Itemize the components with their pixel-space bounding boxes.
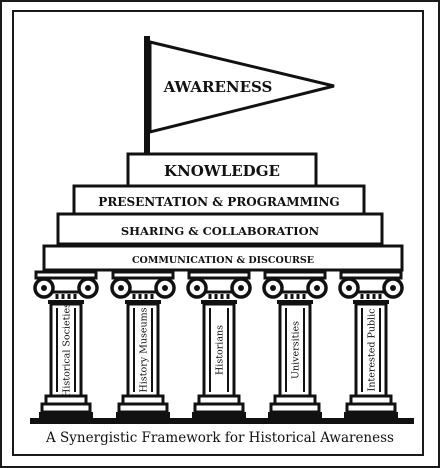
pillar-2: History Museums <box>110 270 176 418</box>
pillar-dentil <box>61 294 65 299</box>
tier-knowledge: KNOWLEDGE <box>126 152 318 188</box>
pillar-plinth <box>192 412 246 418</box>
pillar-label: Historical Societies <box>62 303 73 397</box>
pillar-volute-eye <box>390 285 396 291</box>
pillar-base-lower <box>40 402 92 414</box>
tier-knowledge-label: KNOWLEDGE <box>164 162 280 180</box>
pillar-volute-eye <box>314 285 320 291</box>
tier-communication-box <box>42 244 404 272</box>
pillar-dentil <box>214 294 218 299</box>
pillar-label: Interested Public <box>367 309 378 392</box>
pillar-dentil <box>290 294 294 299</box>
pillar-5: Interested Public <box>338 270 404 418</box>
pillar-volute-eye <box>85 285 91 291</box>
flag-pole <box>144 36 150 154</box>
inner-frame <box>12 10 424 456</box>
pillar-base-lower <box>345 402 397 414</box>
pillar-volute-eye <box>194 285 200 291</box>
pillar-base-lower <box>193 402 245 414</box>
pillar-volute-eye <box>162 285 168 291</box>
pillar-neck <box>277 300 313 304</box>
pillars-group: Historical Societies History Museums Histo… <box>33 270 404 418</box>
pillar-base-lower <box>117 402 169 414</box>
pillar-dentil <box>138 294 142 299</box>
pillar-label: Historians <box>215 325 226 375</box>
flag-banner <box>148 40 335 134</box>
pillar-dentil <box>144 294 148 299</box>
pillar-dentil <box>378 294 382 299</box>
pillar-volute-eye <box>238 285 244 291</box>
pillar-base-lower <box>269 402 321 414</box>
tier-sharing-label: SHARING & COLLABORATION <box>121 224 320 238</box>
tier-presentation-label: PRESENTATION & PROGRAMMING <box>98 195 339 209</box>
pillar-dentil <box>150 294 154 299</box>
pillar-volute-eye <box>41 285 47 291</box>
tier-communication: COMMUNICATION & DISCOURSE <box>42 244 404 272</box>
tier-sharing: SHARING & COLLABORATION <box>56 212 384 246</box>
pillar-volute-eye <box>270 285 276 291</box>
pillar-neck <box>201 300 237 304</box>
pillar-dentil <box>55 294 59 299</box>
base-slab <box>30 418 414 424</box>
pillar-dentil <box>284 294 288 299</box>
pillar-dentil <box>296 294 300 299</box>
pillar-dentil <box>73 294 77 299</box>
caption: A Synergistic Framework for Historical A… <box>46 430 394 446</box>
pillar-neck <box>353 300 389 304</box>
pillar-dentil <box>67 294 71 299</box>
pillar-plinth <box>344 412 398 418</box>
pillar-4: Universities <box>262 270 328 418</box>
tier-presentation: PRESENTATION & PROGRAMMING <box>72 184 366 216</box>
pillar-label: History Museums <box>139 307 150 392</box>
pillar-dentil <box>302 294 306 299</box>
pillar-neck <box>125 300 161 304</box>
pillar-1: Historical Societies <box>33 270 99 418</box>
tier-communication-label: COMMUNICATION & DISCOURSE <box>132 255 314 266</box>
flag: AWARENESS <box>144 36 335 154</box>
pillar-plinth <box>116 412 170 418</box>
pillar-label: Universities <box>291 321 302 379</box>
pillar-3: Historians <box>186 270 252 418</box>
pillar-volute-eye <box>118 285 124 291</box>
pillar-dentil <box>220 294 224 299</box>
pillar-dentil <box>372 294 376 299</box>
pillar-dentil <box>366 294 370 299</box>
pillar-dentil <box>208 294 212 299</box>
pillar-plinth <box>268 412 322 418</box>
tier-sharing-box <box>56 212 384 246</box>
pillar-neck <box>48 300 84 304</box>
pillar-dentil <box>360 294 364 299</box>
pillar-volute-eye <box>346 285 352 291</box>
tier-knowledge-box <box>126 152 318 188</box>
pillar-dentil <box>226 294 230 299</box>
pillar-plinth <box>39 412 93 418</box>
pillar-dentil <box>132 294 136 299</box>
flag-label: AWARENESS <box>163 78 273 96</box>
